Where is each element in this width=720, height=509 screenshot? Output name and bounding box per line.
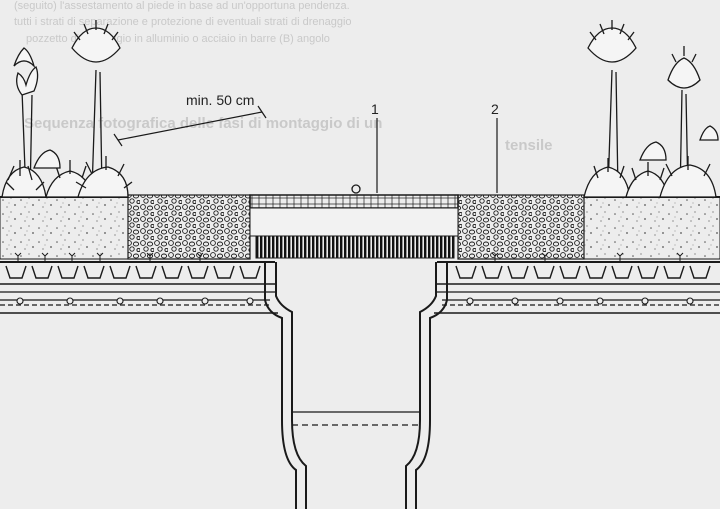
plants-right	[583, 20, 719, 198]
substrate-left	[0, 196, 129, 260]
plants-left	[1, 20, 133, 198]
drain-shaft	[264, 262, 448, 509]
dimension-label: min. 50 cm	[186, 92, 255, 108]
faded-text-line-1: (seguito) l'assestamento al piede in bas…	[14, 0, 350, 12]
drain-grate	[255, 235, 455, 259]
substrate-right	[583, 196, 720, 260]
gravel-strip-right	[457, 194, 585, 260]
faded-heading-2: tensile	[505, 137, 553, 154]
gravel-strip-left	[127, 194, 251, 260]
callout-1: 1	[371, 101, 379, 117]
inspection-cover	[249, 194, 459, 209]
faded-text-line-2: tutti i strati di separazione e protezio…	[14, 16, 352, 28]
callout-2: 2	[491, 101, 499, 117]
sprouts	[14, 252, 684, 262]
drainage-cups	[5, 265, 711, 279]
dimension-line	[113, 105, 267, 147]
cover-handle	[351, 184, 361, 194]
rivets	[16, 297, 694, 305]
manhole-frame	[249, 207, 459, 237]
